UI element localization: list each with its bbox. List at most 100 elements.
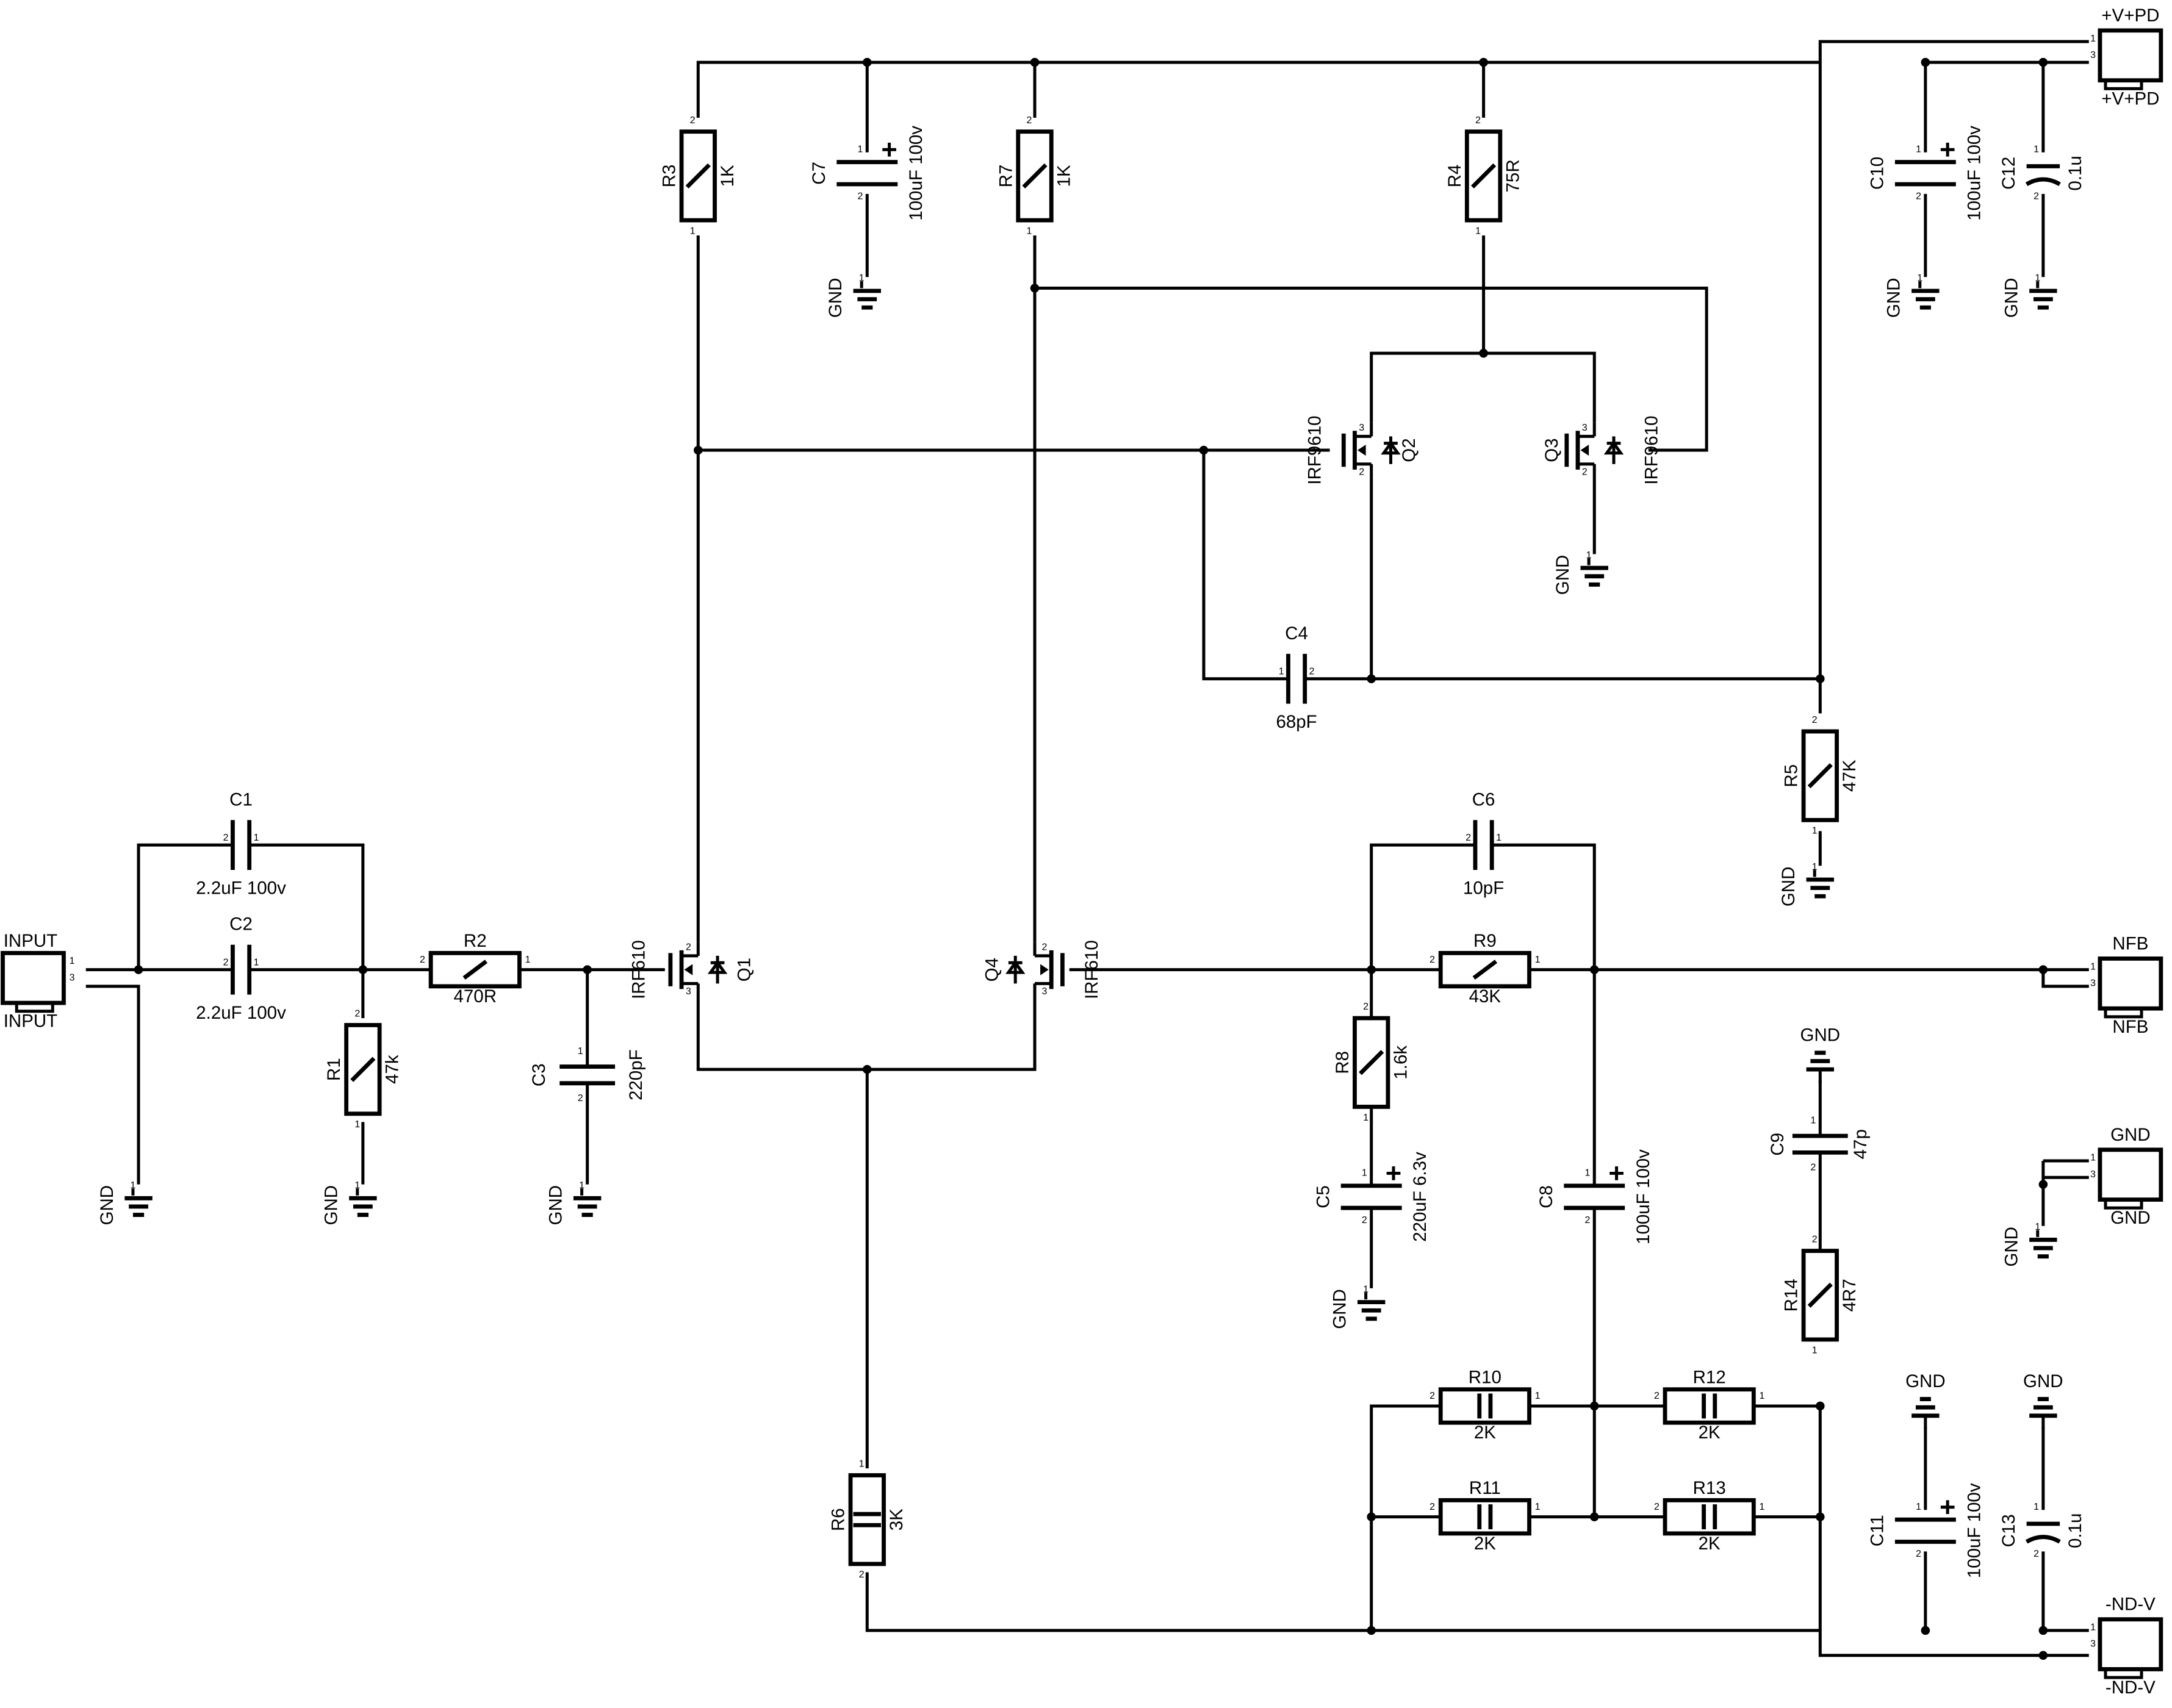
pin-label: 1 [1916,144,1921,154]
junction-dot [134,965,143,974]
connector-label: NFB [2112,1017,2148,1037]
pin-label: 1 [1812,862,1818,872]
pin-label: 3 [2090,978,2096,989]
wire [85,985,140,1185]
cap-plate-curved [2025,1535,2061,1544]
pin-label: 1 [1362,1168,1367,1179]
resistor-body [1801,729,1839,822]
wire [1370,843,1475,970]
pin-label: 3 [2090,50,2096,60]
ground-label: GND [1905,1371,1946,1391]
resistor-body [1438,1498,1531,1536]
pin-label: 3 [2090,1639,2096,1649]
value-label: 1K [1054,165,1074,187]
pin-label: 2 [1916,192,1921,202]
junction-dot [1816,1401,1825,1411]
junctions [134,57,2048,1660]
connector-label: INPUT [4,931,57,951]
cap-plate-curved [2025,177,2061,187]
pin-label: 1 [2090,1622,2096,1632]
connector-label: NFB [2112,934,2148,954]
body-diode [1381,440,1401,455]
value-label: 2K [1474,1534,1496,1554]
ref-label: Q3 [1542,438,1562,462]
connector-label: GND [2110,1208,2151,1228]
ref-label: Q1 [734,958,754,981]
pin-label: 1 [2034,144,2039,154]
pin-label: 1 [578,1046,583,1057]
junction-dot [1367,1512,1376,1521]
body-diode [707,960,728,974]
pin-label: 2 [858,192,863,202]
pin-label: 1 [2090,961,2096,972]
ref-label: C9 [1767,1133,1788,1156]
pin-label: 3 [70,972,75,983]
wire [1370,351,1596,423]
pin-label: 2 [420,955,425,965]
pin-label: 1 [1535,1502,1541,1512]
value-label: 100uF 100v [1964,126,1984,221]
pin-label: 2 [578,1093,583,1103]
pin-label: 2 [1362,1215,1367,1225]
body-diode [1603,440,1624,455]
value-label: 47k [383,1055,403,1084]
junction-dot [1816,1512,1825,1521]
value-label: 100uF 100v [1633,1149,1653,1244]
junction-dot [1921,1626,1930,1635]
wire [696,60,1821,118]
ground-label: GND [1884,278,1904,318]
ref-label: R2 [464,931,487,951]
pin-label: 2 [1584,1215,1590,1225]
pin-label: 1 [1363,1113,1368,1123]
pin-label: 2 [1811,1163,1816,1173]
pin-label: 2 [1026,115,1032,126]
junction-dot [2038,57,2048,67]
pin-label: 2 [1582,467,1588,478]
pin-label: 3 [2090,1169,2096,1180]
wire [865,1572,2089,1657]
pin-label: 2 [1359,467,1364,478]
wire [1370,1404,1441,1631]
ref-label: Q4 [982,958,1002,981]
channel-arrow [1040,964,1049,975]
ground-label: GND [1330,1289,1350,1329]
resistor-slash [462,960,487,980]
resistor-slash [350,1057,376,1082]
part-label: IRF9610 [1305,415,1325,484]
value-label: 68pF [1276,712,1317,732]
junction-dot [2038,1180,2048,1189]
ground-label: GND [825,278,846,318]
pin-label: 1 [1363,1284,1368,1294]
value-label: 3K [886,1509,907,1530]
connector-tab [15,1001,54,1013]
connector-tab [2104,79,2143,90]
value-label: 43K [1469,986,1501,1006]
connector-body [2098,1617,2163,1671]
value-label: 100uF 100v [906,126,926,221]
value-label: 470R [453,986,497,1006]
channel-arrow [1580,444,1589,456]
ground-label: GND [2002,1227,2022,1267]
junction-dot [1589,1512,1599,1521]
ref-label: C4 [1285,623,1308,644]
pin-label: 2 [223,957,229,967]
pin-label: 1 [1279,667,1284,677]
ref-label: R7 [996,165,1016,188]
value-label: 47K [1839,759,1860,792]
ref-label: C13 [1999,1514,2019,1547]
connector-vplus: 13+V+PD+V+PD [2090,5,2163,109]
